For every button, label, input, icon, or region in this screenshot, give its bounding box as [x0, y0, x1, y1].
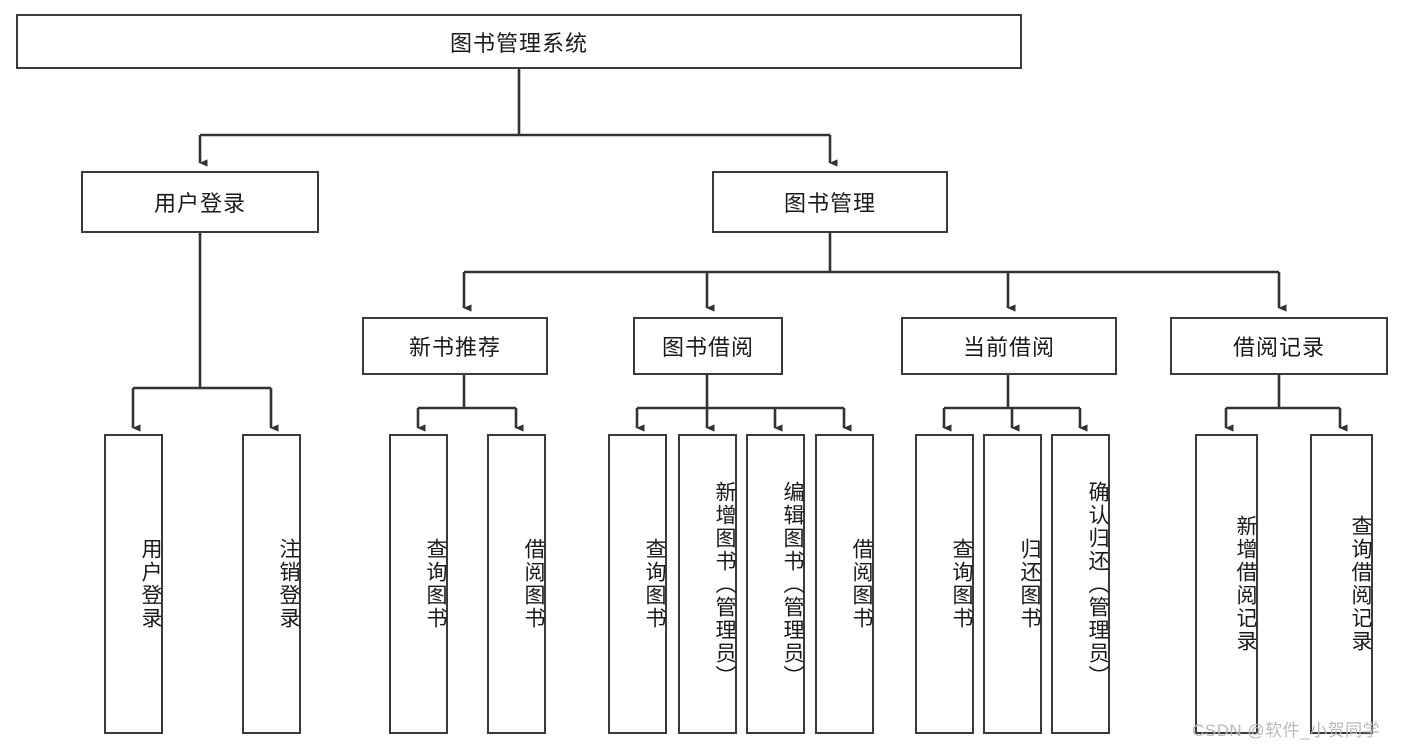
node-user-login[interactable]: 用户登录: [81, 171, 319, 233]
leaf-borrow-borrow-book[interactable]: 借阅图书: [815, 434, 874, 734]
node-label: 新增借阅记录: [1234, 515, 1257, 653]
node-new-book-recommend[interactable]: 新书推荐: [362, 317, 548, 375]
leaf-borrow-query-book[interactable]: 查询图书: [608, 434, 667, 734]
node-label: 借阅记录: [1232, 335, 1325, 360]
node-label: 归还图书: [1018, 538, 1041, 630]
node-book-borrow[interactable]: 图书借阅: [633, 317, 783, 375]
node-label: 新书推荐: [408, 335, 501, 360]
node-label: 图书管理: [783, 191, 876, 216]
csdn-watermark: CSDN @软件_小贺同学: [1192, 721, 1381, 740]
leaf-current-confirm-return-admin[interactable]: 确认归还（管理员）: [1051, 434, 1110, 734]
leaf-current-query-book[interactable]: 查询图书: [915, 434, 974, 734]
leaf-new-book-query[interactable]: 查询图书: [389, 434, 448, 734]
node-label: 借阅图书: [522, 538, 545, 630]
node-label: 新增图书（管理员）: [713, 480, 736, 688]
node-label: 查询图书: [643, 538, 666, 630]
node-label: 查询图书: [424, 538, 447, 630]
node-label: 图书管理系统: [449, 30, 588, 56]
leaf-record-query-record[interactable]: 查询借阅记录: [1310, 434, 1373, 734]
node-label: 当前借阅: [962, 335, 1055, 360]
leaf-record-add-record[interactable]: 新增借阅记录: [1195, 434, 1258, 734]
node-label: 编辑图书（管理员）: [781, 480, 804, 688]
node-label: 注销登录: [277, 538, 300, 630]
node-label: 用户登录: [153, 191, 246, 216]
leaf-new-book-borrow[interactable]: 借阅图书: [487, 434, 546, 734]
node-label: 图书借阅: [661, 335, 754, 360]
node-current-borrow[interactable]: 当前借阅: [901, 317, 1117, 375]
node-label: 查询借阅记录: [1349, 515, 1372, 653]
node-root-system[interactable]: 图书管理系统: [16, 14, 1022, 69]
leaf-current-return-book[interactable]: 归还图书: [983, 434, 1042, 734]
leaf-borrow-add-book-admin[interactable]: 新增图书（管理员）: [678, 434, 737, 734]
node-label: 借阅图书: [850, 538, 873, 630]
node-borrow-record[interactable]: 借阅记录: [1170, 317, 1388, 375]
node-label: 用户登录: [139, 538, 162, 630]
leaf-user-login-signout[interactable]: 注销登录: [242, 434, 301, 734]
node-book-management[interactable]: 图书管理: [712, 171, 948, 233]
node-label: 确认归还（管理员）: [1086, 480, 1109, 688]
leaf-borrow-edit-book-admin[interactable]: 编辑图书（管理员）: [746, 434, 805, 734]
leaf-user-login-signin[interactable]: 用户登录: [104, 434, 163, 734]
node-label: 查询图书: [950, 538, 973, 630]
